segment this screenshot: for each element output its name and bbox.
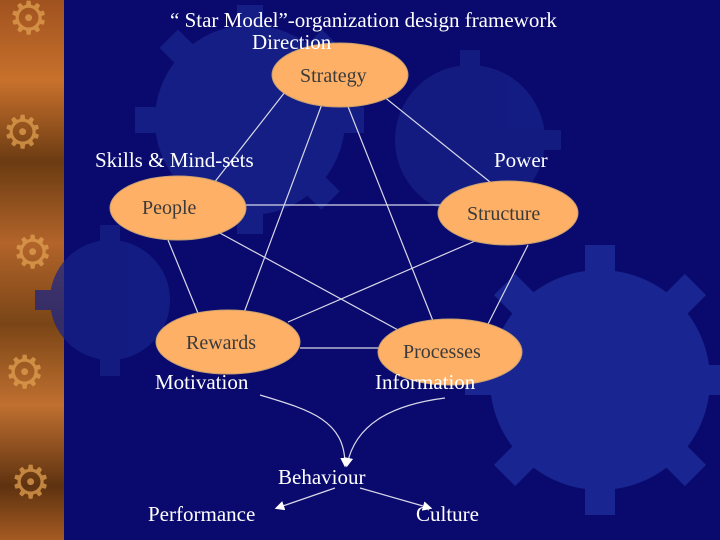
gear-icon (465, 245, 720, 515)
gear-icon: ⚙ (4, 347, 46, 398)
gear-icon: ⚙ (12, 227, 54, 278)
culture-label: Culture (416, 502, 479, 526)
gear-icon (35, 225, 170, 376)
processes-label: Processes (403, 341, 481, 363)
connector-line (343, 397, 446, 468)
structure-label: Structure (467, 203, 541, 225)
gear-icon: ⚙ (2, 107, 44, 158)
people-label: People (142, 197, 197, 219)
performance-label: Performance (148, 502, 256, 526)
motivation-label: Motivation (155, 370, 249, 394)
strategy-label: Strategy (300, 65, 367, 87)
behaviour-label: Behaviour (278, 465, 366, 489)
skills-label: Skills & Mind-sets (95, 148, 254, 172)
information-label: Information (375, 370, 476, 394)
strategy-node (271, 42, 409, 108)
connector-line (287, 237, 483, 323)
structure-node (437, 180, 579, 246)
connector-line (484, 244, 529, 331)
connector-line (346, 103, 436, 327)
direction-label: Direction (252, 30, 332, 54)
page-title: “ Star Model”-organization design framew… (170, 8, 557, 32)
connector-line (359, 487, 433, 511)
connector-line (209, 91, 286, 189)
connector-line (377, 91, 501, 191)
connector-line (259, 394, 350, 468)
connector-line (217, 231, 399, 331)
sidebar-decoration: ⚙ ⚙ ⚙ ⚙ ⚙ (0, 0, 64, 540)
processes-node (377, 318, 523, 386)
connector-line (167, 239, 201, 319)
rewards-node (155, 309, 301, 375)
people-node (109, 175, 247, 241)
connector-line (274, 487, 336, 511)
power-label: Power (494, 148, 548, 172)
rewards-label: Rewards (186, 332, 256, 354)
connector-line (241, 103, 323, 319)
gear-icon: ⚙ (10, 457, 52, 508)
gear-icon: ⚙ (8, 0, 50, 44)
